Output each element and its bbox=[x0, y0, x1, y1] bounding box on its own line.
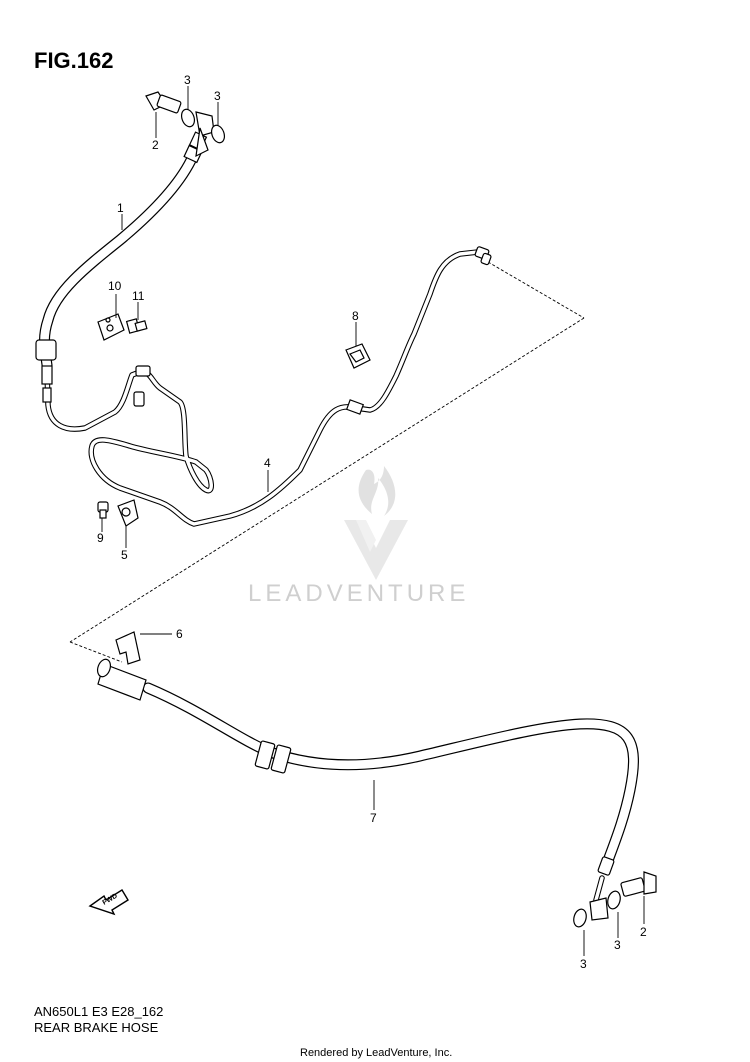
fwd-direction-arrow: FWD bbox=[88, 889, 129, 916]
upper-banjo-fitting bbox=[145, 91, 226, 158]
grommet-part-8 bbox=[345, 343, 371, 369]
callout-4: 4 bbox=[264, 456, 271, 470]
bolt-part-9 bbox=[97, 501, 109, 519]
callout-3-lower-left: 3 bbox=[580, 957, 587, 971]
rendered-by-credit: Rendered by LeadVenture, Inc. bbox=[300, 1047, 452, 1059]
clip-part-6 bbox=[115, 631, 141, 665]
callout-2-lower: 2 bbox=[640, 925, 647, 939]
callout-leader-lines bbox=[101, 86, 645, 956]
front-brake-hose-part-1 bbox=[35, 131, 208, 432]
rear-brake-hose-part-7 bbox=[96, 658, 639, 903]
callout-3-lower-right: 3 bbox=[614, 938, 621, 952]
callout-10: 10 bbox=[108, 279, 122, 293]
bolt-part-11 bbox=[125, 318, 148, 334]
callout-3-upper-left: 3 bbox=[184, 73, 191, 87]
callout-8: 8 bbox=[352, 309, 359, 323]
callout-5: 5 bbox=[121, 548, 128, 562]
figure-title: FIG.162 bbox=[34, 48, 113, 73]
callout-2-upper: 2 bbox=[152, 138, 159, 152]
bracket-part-10 bbox=[97, 313, 125, 341]
callout-11: 11 bbox=[132, 289, 145, 303]
connection-guide-lines bbox=[69, 261, 585, 663]
callout-9: 9 bbox=[97, 531, 104, 545]
callout-7: 7 bbox=[370, 811, 377, 825]
section-name: REAR BRAKE HOSE bbox=[34, 1020, 159, 1035]
model-code: AN650L1 E3 E28_162 bbox=[34, 1004, 163, 1019]
callout-6: 6 bbox=[176, 627, 183, 641]
clamp-part-5 bbox=[117, 499, 139, 527]
lower-banjo-fitting bbox=[573, 871, 657, 928]
callout-3-upper-right: 3 bbox=[214, 89, 221, 103]
callout-1: 1 bbox=[117, 201, 124, 215]
leadventure-watermark-logo bbox=[344, 466, 408, 580]
rear-brake-pipe-part-4 bbox=[88, 246, 492, 527]
watermark-text: LEADVENTURE bbox=[248, 580, 469, 607]
